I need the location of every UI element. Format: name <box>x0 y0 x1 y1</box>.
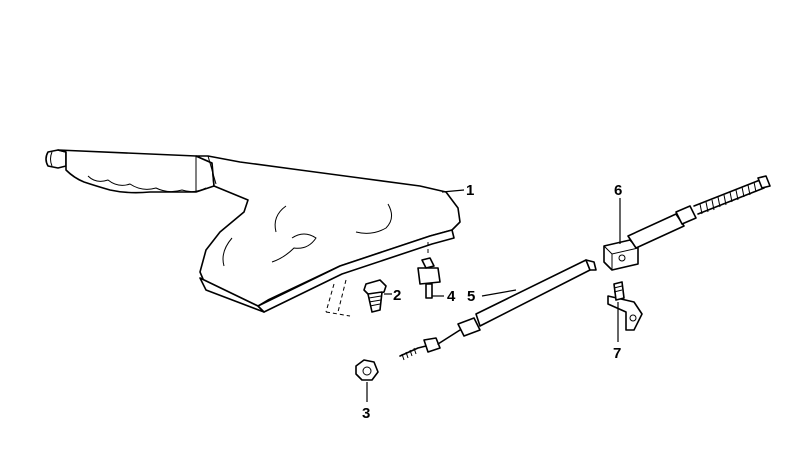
callout-5[interactable]: 5 <box>467 288 475 305</box>
front-cable-part[interactable] <box>399 259 597 361</box>
bolt-part[interactable] <box>363 279 387 313</box>
callout-4[interactable]: 4 <box>447 288 456 305</box>
bracket-part[interactable] <box>607 281 643 331</box>
callout-3[interactable]: 3 <box>362 405 370 422</box>
handbrake-lever-assembly[interactable] <box>45 149 461 317</box>
connector-part[interactable] <box>603 175 771 271</box>
callout-1[interactable]: 1 <box>466 182 474 199</box>
nut-part[interactable] <box>355 359 379 381</box>
callout-7[interactable]: 7 <box>613 345 621 362</box>
callout-6[interactable]: 6 <box>614 182 622 199</box>
callout-2[interactable]: 2 <box>393 287 401 304</box>
clip-part[interactable] <box>417 257 441 299</box>
leader-lines <box>366 189 621 402</box>
